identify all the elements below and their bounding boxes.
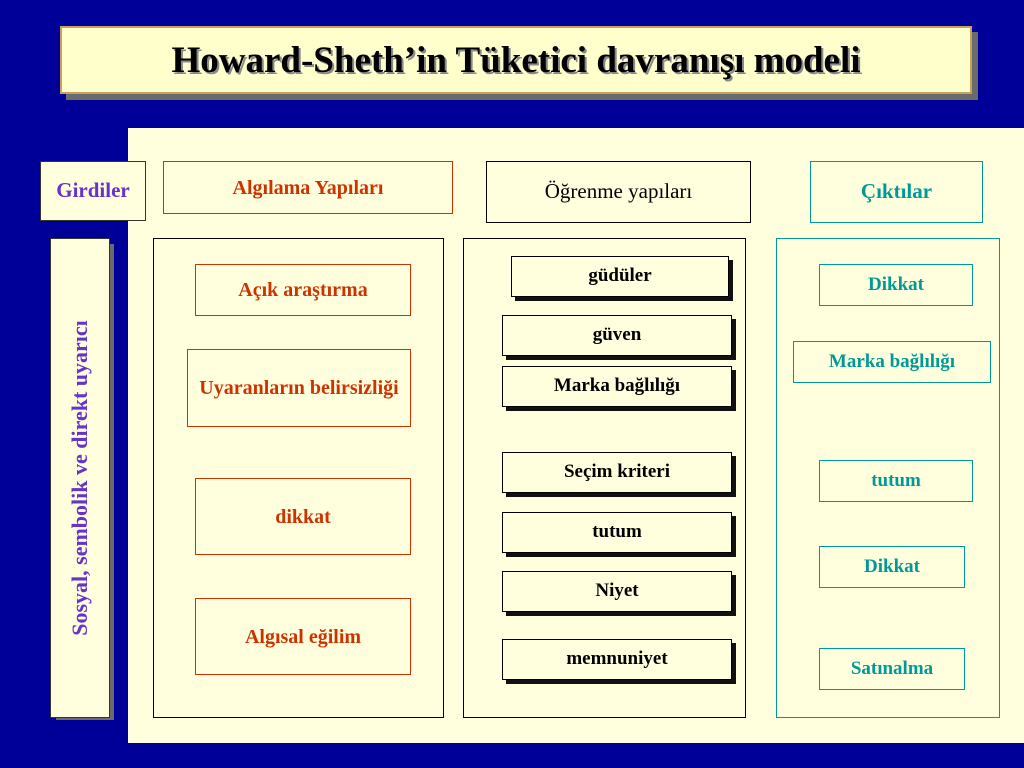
perception-item-attention: dikkat xyxy=(195,478,411,555)
learning-item-brand-loyalty: Marka bağlılığı xyxy=(502,366,732,407)
page-title: Howard-Sheth’in Tüketici davranışı model… xyxy=(171,39,861,81)
output-item-purchase: Satınalma xyxy=(819,648,965,690)
output-item-attention: Dikkat xyxy=(819,264,973,306)
perception-header: Algılama Yapıları xyxy=(163,161,453,214)
learning-item-motives: güdüler xyxy=(511,256,729,297)
inputs-header: Girdiler xyxy=(40,161,146,221)
perception-item-perceptual-bias: Algısal eğilim xyxy=(195,598,411,675)
perception-item-stimulus-ambiguity: Uyaranların belirsizliği xyxy=(187,349,411,427)
perception-item-open-search: Açık araştırma xyxy=(195,264,411,316)
learning-item-attitude: tutum xyxy=(502,512,732,553)
output-item-attention-2: Dikkat xyxy=(819,546,965,588)
side-label-box: Sosyal, sembolik ve direkt uyarıcı xyxy=(50,238,110,718)
output-item-brand-loyalty: Marka bağlılığı xyxy=(793,341,991,383)
learning-item-choice-criteria: Seçim kriteri xyxy=(502,452,732,493)
title-box: Howard-Sheth’in Tüketici davranışı model… xyxy=(60,26,972,94)
side-label: Sosyal, sembolik ve direkt uyarıcı xyxy=(67,320,92,636)
learning-item-intention: Niyet xyxy=(502,571,732,612)
learning-item-satisfaction: memnuniyet xyxy=(502,639,732,680)
output-item-attitude: tutum xyxy=(819,460,973,502)
outputs-header: Çıktılar xyxy=(810,161,983,223)
learning-header: Öğrenme yapıları xyxy=(486,161,751,223)
learning-item-confidence: güven xyxy=(502,315,732,356)
